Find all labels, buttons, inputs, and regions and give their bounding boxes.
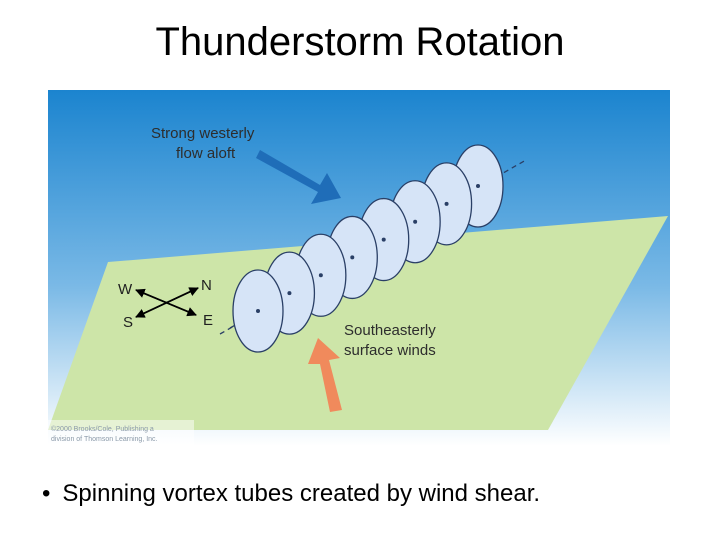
- copyright-line2: division of Thomson Learning, Inc.: [51, 436, 158, 443]
- bullet-dot: •: [42, 480, 50, 507]
- vortex-ring-center: [319, 273, 323, 277]
- vortex-diagram: Strong westerly flow aloft Southeasterly…: [48, 90, 670, 446]
- compass-e-label: E: [203, 312, 213, 329]
- aloft-label-line2: flow aloft: [176, 145, 236, 162]
- copyright-line1: ©2000 Brooks/Cole, Publishing a: [51, 425, 154, 433]
- aloft-label-line1: Strong westerly: [151, 125, 255, 142]
- vortex-ring-center: [413, 220, 417, 224]
- vortex-ring-center: [445, 202, 449, 206]
- vortex-ring-center: [382, 238, 386, 242]
- bullet-text: Spinning vortex tubes created by wind sh…: [62, 480, 540, 507]
- compass-s-label: S: [123, 314, 133, 331]
- compass-w-label: W: [118, 281, 133, 298]
- vortex-ring-center: [350, 255, 354, 259]
- vortex-ring-center: [256, 309, 260, 313]
- surface-label-line1: Southeasterly: [344, 322, 436, 339]
- vortex-diagram-svg: Strong westerly flow aloft Southeasterly…: [48, 90, 670, 446]
- slide-title: Thunderstorm Rotation: [0, 20, 720, 65]
- bullet-item: • Spinning vortex tubes created by wind s…: [42, 480, 540, 508]
- compass-n-label: N: [201, 277, 212, 294]
- vortex-ring-center: [287, 291, 291, 295]
- surface-label-line2: surface winds: [344, 342, 436, 359]
- vortex-ring-center: [476, 184, 480, 188]
